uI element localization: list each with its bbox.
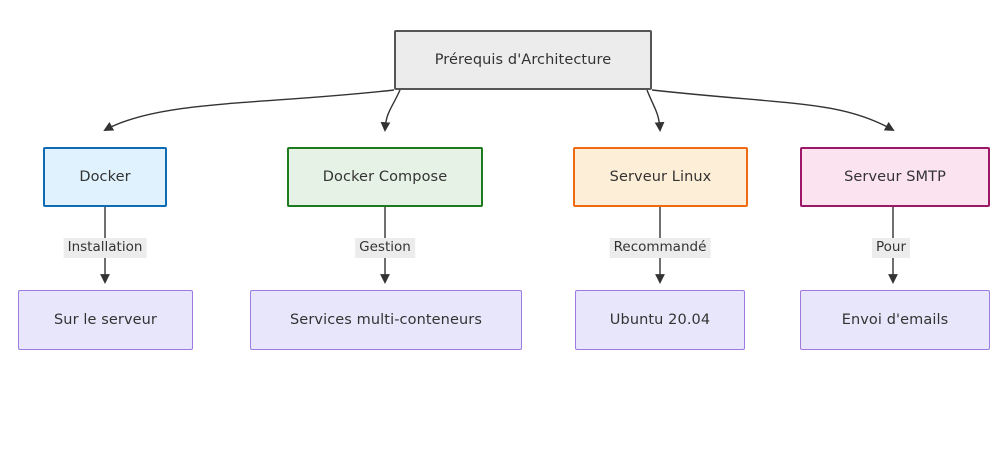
- node-leaf-envoi-emails[interactable]: Envoi d'emails: [800, 290, 990, 350]
- node-leaf-envoi-emails-label: Envoi d'emails: [841, 311, 949, 328]
- node-serveur-smtp[interactable]: Serveur SMTP: [800, 147, 990, 207]
- node-serveur-smtp-label: Serveur SMTP: [844, 168, 946, 185]
- node-docker-compose-label: Docker Compose: [322, 168, 448, 185]
- edge-root-to-docker: [103, 89, 395, 131]
- node-docker-label: Docker: [79, 168, 131, 185]
- edge-root-to-docker-compose: [380, 89, 401, 132]
- node-serveur-linux[interactable]: Serveur Linux: [573, 147, 748, 207]
- node-root[interactable]: Prérequis d'Architecture: [394, 30, 652, 90]
- node-docker[interactable]: Docker: [43, 147, 167, 207]
- node-leaf-ubuntu-label: Ubuntu 20.04: [609, 311, 711, 328]
- edge-root-to-serveur-smtp: [651, 89, 895, 131]
- edge-root-to-serveur-linux: [646, 89, 665, 132]
- node-leaf-sur-le-serveur-label: Sur le serveur: [53, 311, 157, 328]
- edge-label-installation: Installation: [63, 238, 147, 258]
- node-serveur-linux-label: Serveur Linux: [609, 168, 712, 185]
- node-leaf-services-multi-conteneurs[interactable]: Services multi-conteneurs: [250, 290, 522, 350]
- edge-label-gestion: Gestion: [355, 238, 415, 258]
- edge-label-recommande: Recommandé: [609, 238, 711, 258]
- node-leaf-ubuntu[interactable]: Ubuntu 20.04: [575, 290, 745, 350]
- node-leaf-services-multi-conteneurs-label: Services multi-conteneurs: [290, 311, 482, 328]
- node-leaf-sur-le-serveur[interactable]: Sur le serveur: [18, 290, 193, 350]
- node-root-label: Prérequis d'Architecture: [434, 51, 612, 68]
- node-docker-compose[interactable]: Docker Compose: [287, 147, 483, 207]
- edge-label-pour: Pour: [871, 238, 911, 258]
